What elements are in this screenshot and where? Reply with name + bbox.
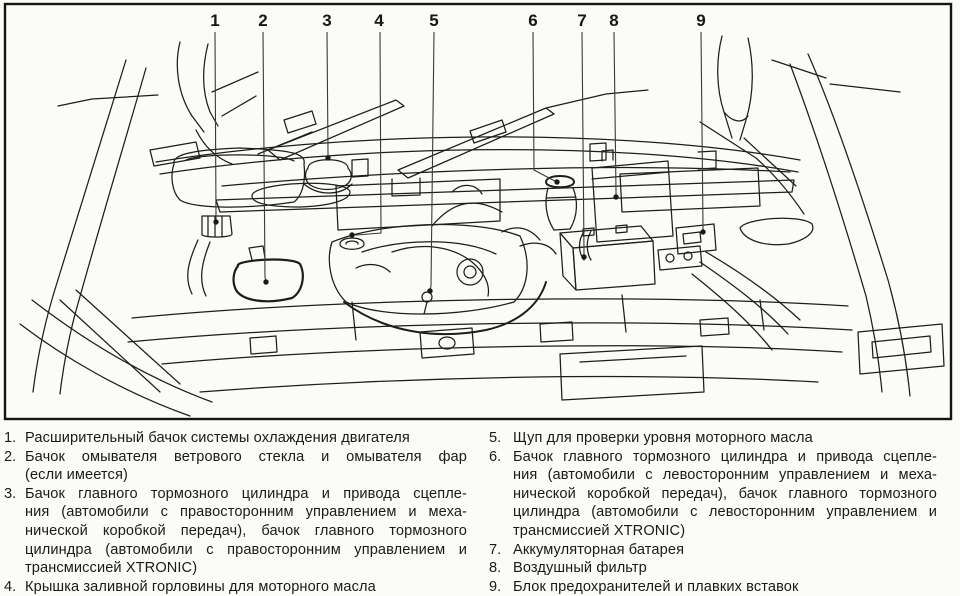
callout-number-8: 8 (609, 11, 618, 30)
callout-number-7: 7 (577, 11, 586, 30)
legend-text-line: Расширительный бачок системы охлаждения … (25, 430, 410, 446)
callout-dot-2 (263, 279, 269, 285)
callout-leader-8 (613, 31, 617, 197)
legend-text-line: Щуп для проверки уровня моторного масла (513, 430, 813, 446)
oil-filler-cap (339, 237, 365, 250)
brake-reservoir-rhd-cap (304, 159, 352, 191)
callout-leader-7 (581, 31, 585, 257)
callout-number-9: 9 (696, 11, 705, 30)
legend-text-line: (если имеется) (25, 467, 128, 484)
legend-item-number: 8. (489, 560, 502, 577)
legend-item-number: 1. (4, 430, 17, 446)
legend-item-number: 9. (489, 578, 502, 595)
callout-leader-6 (532, 31, 558, 183)
legend-item-text: Расширительный бачок системы охлаждения … (25, 429, 467, 448)
callout-number-3: 3 (322, 11, 331, 30)
callout-number-1: 1 (210, 11, 219, 30)
legend-text-line: ния (автомобили с левосторонним управлен… (513, 467, 937, 484)
legend-item-text: Бачок омывателя ветрового стекла и омыва… (25, 448, 467, 485)
legend-item-4: 4. Крышка заливной горловины для моторног… (4, 578, 467, 596)
legend-text-line: нической коробкой передач), бачок главно… (25, 522, 467, 539)
callout-leader-2 (262, 31, 267, 283)
callout-dot-1 (213, 219, 219, 225)
legend-item-6: 6. Бачок главного тормозного цилиндра и п… (489, 448, 937, 541)
callout-number-2: 2 (258, 11, 267, 30)
legend-item-8: 8. Воздушный фильтр (489, 559, 937, 578)
callout-dot-7 (581, 254, 587, 260)
callout-leader-1 (214, 31, 217, 222)
legend-item-number: 3. (4, 485, 17, 502)
callout-dot-3 (325, 155, 331, 161)
callout-dot-8 (613, 194, 619, 200)
legend-text-line: трансмиссией XTRONIC) (513, 522, 686, 539)
legend-text-line: цилиндра (автомобили с левосторонним упр… (513, 504, 937, 521)
legend-text-line: Бачок омывателя ветрового стекла и омыва… (25, 448, 467, 465)
legend-item-7: 7. Аккумуляторная батарея (489, 541, 937, 560)
legend-item-3: 3. Бачок главного тормозного цилиндра и п… (4, 485, 467, 578)
legend-item-text: Воздушный фильтр (513, 559, 937, 578)
callout-number-6: 6 (528, 11, 537, 30)
legend-item-1: 1. Расширительный бачок системы охлаждени… (4, 429, 467, 448)
fuse-box (657, 223, 717, 271)
legend-item-number: 7. (489, 541, 502, 558)
legend-text-line: Блок предохранителей и плавких вставок (513, 578, 799, 595)
legend-item-text: Блок предохранителей и плавких вставок (513, 578, 937, 596)
legend-item-number: 2. (4, 448, 17, 465)
legend-text-line: ния (автомобили с правосторонним управле… (25, 504, 467, 521)
legend-text-line: Воздушный фильтр (513, 560, 647, 577)
legend-text-line: цилиндра (автомобили с правосторонним уп… (25, 541, 467, 558)
callout-leader-9 (700, 31, 704, 232)
legend-item-text: Бачок главного тормозного цилиндра и при… (513, 448, 937, 541)
legend-text-line: Крышка заливной горловины для моторного … (25, 578, 376, 595)
callout-dot-6 (554, 179, 560, 185)
legend-item-text: Аккумуляторная батарея (513, 541, 937, 560)
legend-text-line: Бачок главного тормозного цилиндра и при… (513, 448, 937, 465)
legend-column-left: 1. Расширительный бачок системы охлаждени… (4, 429, 467, 596)
legend-item-5: 5. Щуп для проверки уровня моторного масл… (489, 429, 937, 448)
legend-item-text: Крышка заливной горловины для моторного … (25, 578, 467, 596)
callout-dot-9 (700, 229, 706, 235)
legend-item-2: 2. Бачок омывателя ветрового стекла и омы… (4, 448, 467, 485)
figure-frame (3, 2, 953, 421)
callouts: 1 2 3 4 5 6 7 8 9 (210, 11, 706, 294)
callout-number-4: 4 (374, 11, 384, 30)
legend-column-right: 5. Щуп для проверки уровня моторного масл… (489, 429, 937, 596)
engine-bay-art (19, 35, 945, 417)
legend-item-9: 9. Блок предохранителей и плавких вставок (489, 578, 937, 596)
legend-text-line: Бачок главного тормозного цилиндра и при… (25, 485, 467, 502)
air-filter-housing (591, 149, 674, 243)
legend-item-number: 5. (489, 430, 502, 446)
engine-bay-figure: 1 2 3 4 5 6 7 8 9 (3, 2, 953, 421)
callout-dot-4 (349, 232, 355, 238)
legend-text-line: трансмиссией XTRONIC) (25, 560, 198, 577)
legend-item-text: Щуп для проверки уровня моторного масла (513, 429, 937, 448)
battery (559, 224, 656, 291)
callout-leader-5 (429, 31, 435, 292)
expansion-tank-cap (201, 215, 233, 238)
legend-item-text: Бачок главного тормозного цилиндра и при… (25, 485, 467, 578)
callout-leader-4 (352, 31, 382, 236)
callout-dot-5 (427, 288, 433, 294)
brake-reservoir-lhd (545, 175, 575, 189)
legend-item-number: 4. (4, 578, 17, 595)
washer-reservoir (232, 258, 304, 303)
callout-number-5: 5 (429, 11, 438, 30)
legend-item-number: 6. (489, 448, 502, 465)
legend-text-line: Аккумуляторная батарея (513, 541, 685, 558)
legend-text-line: нической коробкой передач), бачок главно… (513, 485, 937, 502)
engine-bay-illustration: 1 2 3 4 5 6 7 8 9 (3, 2, 953, 421)
